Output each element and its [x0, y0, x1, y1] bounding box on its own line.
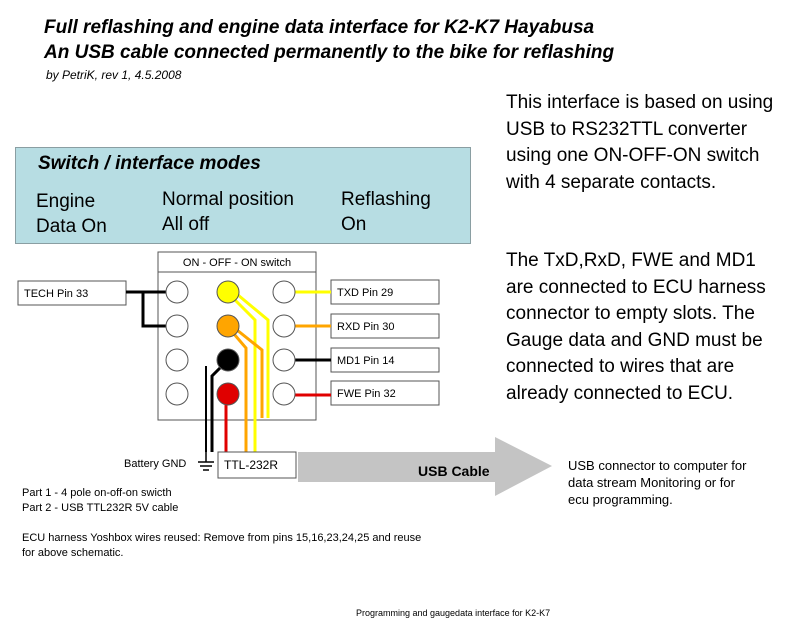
mode-engine-data-line2: Data On [36, 216, 107, 237]
txd-wire-down [226, 291, 257, 452]
txd-pin-box [330, 279, 440, 305]
contact-l1 [165, 280, 189, 304]
rxd-cross-wire [231, 324, 264, 418]
battery-gnd-label: Battery GND [124, 458, 186, 470]
tech-pin-box [17, 280, 127, 306]
md1-pin-box [330, 347, 440, 373]
contact-l3 [165, 348, 189, 372]
ttl-label: TTL-232R [224, 458, 278, 472]
parts-line-1: Part 1 - 4 pole on-off-on swicth [22, 487, 172, 499]
contact-l4 [165, 382, 189, 406]
switch-header [157, 251, 317, 273]
modes-heading: Switch / interface modes [38, 153, 261, 174]
contact-r2 [272, 314, 296, 338]
mode-normal-line2: All off [162, 214, 210, 235]
usb-connector-text: USB connector to computer for data strea… [568, 458, 747, 507]
mode-reflashing-line2: On [341, 214, 367, 235]
contact-r3 [272, 348, 296, 372]
contact-r4 [272, 382, 296, 406]
description-2: The TxD,RxD, FWE and MD1 are connected t… [506, 250, 766, 404]
mode-normal-line1: Normal position [162, 189, 294, 210]
mode-normal: Normal position All off [162, 187, 294, 237]
txd-pin-label: TXD Pin 29 [337, 287, 393, 299]
contact-l2 [165, 314, 189, 338]
tech-wire [126, 290, 166, 328]
contact-r1 [272, 280, 296, 304]
mode-engine-data: Engine Data On [36, 189, 107, 239]
rxd-pin-box [330, 313, 440, 339]
contact-m1 [216, 280, 240, 304]
txd-cross-wire [231, 288, 270, 418]
title-line-1: Full reflashing and engine data interfac… [44, 17, 595, 38]
usb-cable-arrow [298, 437, 552, 496]
harness-note: ECU harness Yoshbox wires reused: Remove… [22, 532, 422, 559]
rxd-pin-label: RXD Pin 30 [337, 321, 394, 333]
parts-line-2: Part 2 - USB TTL232R 5V cable [22, 502, 179, 514]
md1-pin-label: MD1 Pin 14 [337, 355, 394, 367]
tech-pin-label: TECH Pin 33 [24, 288, 88, 300]
mode-engine-data-line1: Engine [36, 191, 96, 212]
ground-symbol [198, 452, 214, 471]
ttl-box [217, 451, 297, 479]
title-line-2: An USB cable connected permanently to th… [44, 42, 615, 63]
mode-reflashing: Reflashing On [341, 187, 431, 237]
contact-m2 [216, 314, 240, 338]
switch-label: ON - OFF - ON switch [183, 257, 291, 269]
fwe-pin-box [330, 380, 440, 406]
description-1: This interface is based on using USB to … [506, 92, 774, 193]
byline: by PetriK, rev 1, 4.5.2008 [46, 68, 182, 82]
modes-box: Switch / interface modes Engine Data On … [15, 147, 471, 244]
fwe-pin-label: FWE Pin 32 [337, 388, 396, 400]
contact-m4 [216, 382, 240, 406]
footer-caption: Programming and gaugedata interface for … [356, 608, 551, 618]
mode-reflashing-line1: Reflashing [341, 189, 431, 210]
contact-m3 [216, 348, 240, 372]
usb-cable-label: USB Cable [418, 463, 490, 479]
